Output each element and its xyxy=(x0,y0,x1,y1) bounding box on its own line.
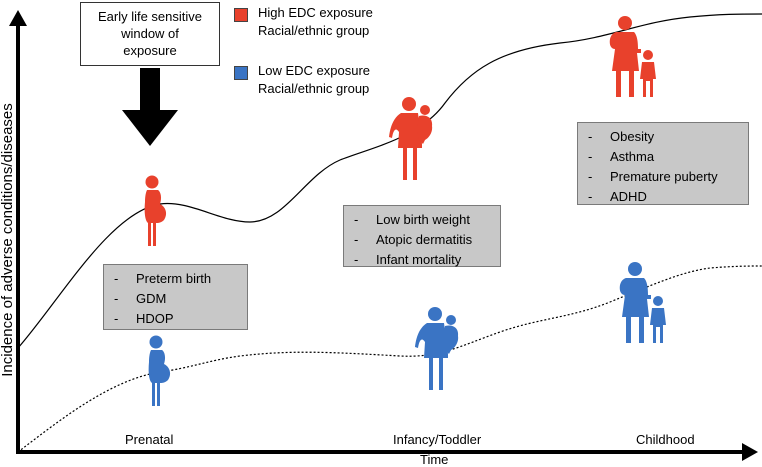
list-item: -GDM xyxy=(114,291,167,306)
list-item: -Asthma xyxy=(588,149,655,164)
mother-carrying-infant-icon xyxy=(415,307,459,390)
list-item: -Low birth weight xyxy=(354,212,470,227)
list-item: -Premature puberty xyxy=(588,169,718,184)
down-arrow-icon xyxy=(122,68,178,146)
y-axis-label: Incidence of adverse conditions/diseases xyxy=(0,103,16,377)
legend-low-swatch xyxy=(234,66,248,80)
legend-low-label-2: Racial/ethnic group xyxy=(258,81,370,96)
stage-label-prenatal: Prenatal xyxy=(125,432,174,447)
mother-carrying-infant-icon xyxy=(389,97,433,180)
childhood-conditions-box: -Obesity -Asthma -Premature puberty -ADH… xyxy=(577,122,749,205)
pregnant-woman-icon xyxy=(148,335,171,406)
list-item: -Atopic dermatitis xyxy=(354,232,473,247)
prenatal-conditions-box: -Preterm birth -GDM -HDOP xyxy=(103,264,248,330)
list-item: -ADHD xyxy=(588,189,647,204)
sensitive-window-box: Early life sensitive window of exposure xyxy=(80,2,220,66)
legend-high-label-1: High EDC exposure xyxy=(258,5,373,20)
legend-low-label-1: Low EDC exposure xyxy=(258,63,370,78)
mother-and-child-icon xyxy=(619,262,666,343)
infancy-conditions-box: -Low birth weight -Atopic dermatitis -In… xyxy=(343,205,501,267)
list-item: -HDOP xyxy=(114,311,174,326)
stage-label-childhood: Childhood xyxy=(636,432,695,447)
window-line-1: Early life sensitive xyxy=(97,9,203,24)
list-item: -Preterm birth xyxy=(114,271,212,286)
y-axis-arrowhead xyxy=(9,10,27,26)
window-line-2: window of xyxy=(121,26,179,41)
legend-high-swatch xyxy=(234,8,248,22)
x-axis-label: Time xyxy=(420,452,449,467)
legend-high-label-2: Racial/ethnic group xyxy=(258,23,370,38)
window-line-3: exposure xyxy=(123,43,177,58)
list-item: -Infant mortality xyxy=(354,252,462,267)
list-item: -Obesity xyxy=(588,129,655,144)
stage-label-infancy: Infancy/Toddler xyxy=(393,432,482,447)
x-axis-arrowhead xyxy=(742,443,758,461)
pregnant-woman-icon xyxy=(144,175,167,246)
